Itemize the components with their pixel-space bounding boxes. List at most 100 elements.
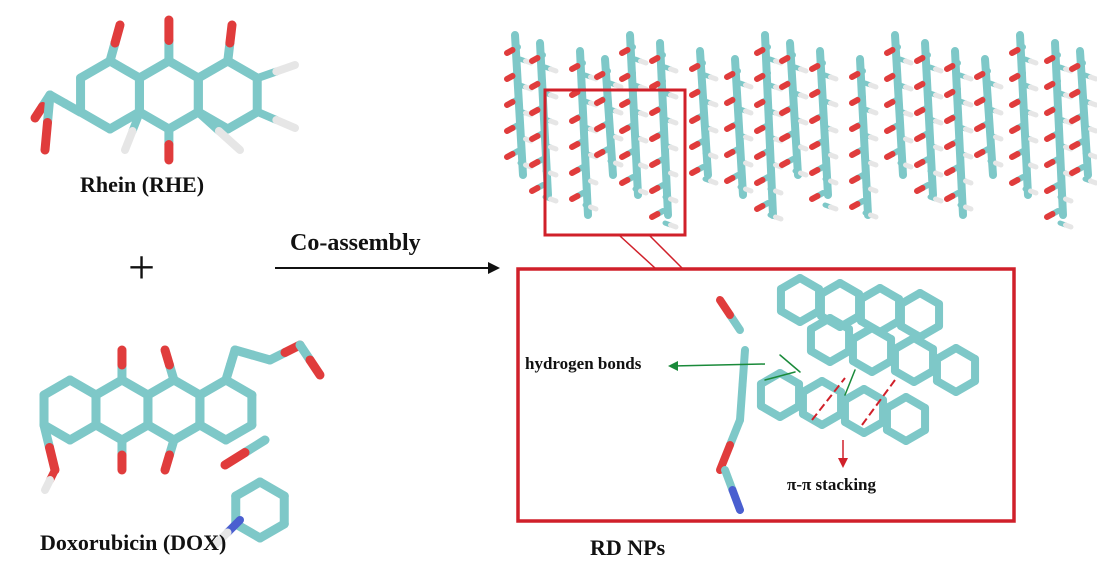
bond [626, 31, 642, 199]
bond [1044, 133, 1056, 142]
bond [738, 346, 749, 389]
bond [779, 107, 791, 116]
bond [914, 55, 926, 64]
bond [828, 126, 839, 134]
bond [868, 108, 879, 116]
bond [974, 97, 986, 106]
bond [221, 420, 257, 445]
bond [731, 55, 747, 199]
bond [1088, 74, 1097, 82]
bond [828, 74, 839, 82]
bond [891, 31, 907, 179]
bond [798, 118, 809, 126]
bond [914, 159, 926, 168]
bond [724, 123, 736, 132]
bond [689, 167, 701, 176]
bond [1069, 115, 1081, 124]
bond [868, 134, 879, 142]
bond [649, 185, 661, 194]
bond [1044, 55, 1056, 64]
stacking-arrow-head-icon [838, 458, 848, 468]
bond [1028, 110, 1039, 118]
bond [548, 170, 559, 178]
bond [117, 420, 153, 445]
bond [944, 167, 956, 176]
bond [594, 71, 606, 80]
bond [903, 162, 914, 170]
bond [1044, 107, 1056, 116]
bond [951, 47, 967, 219]
bond [708, 126, 719, 134]
bond [668, 222, 679, 230]
bond [649, 133, 661, 142]
bond [272, 61, 299, 76]
bond [169, 375, 205, 400]
bond [221, 375, 257, 400]
bond [1016, 31, 1032, 199]
bond [529, 81, 541, 90]
bond [65, 375, 101, 400]
zoom-connector-line [649, 235, 683, 269]
bond [529, 55, 541, 64]
bond [548, 144, 559, 152]
bond [143, 375, 179, 400]
bond [773, 214, 784, 222]
bond [844, 369, 856, 396]
bond [708, 74, 719, 82]
bond [548, 196, 559, 204]
bond [779, 55, 791, 64]
bond [809, 141, 821, 150]
bond [305, 355, 325, 380]
bond [638, 188, 649, 196]
bond [638, 110, 649, 118]
bond [1069, 89, 1081, 98]
bond [1088, 152, 1097, 160]
hydrogen-bonds-label: hydrogen bonds [525, 354, 642, 373]
bond [716, 441, 734, 474]
bond [220, 448, 250, 470]
bond [1069, 63, 1081, 72]
bond [638, 162, 649, 170]
bond [1009, 151, 1021, 160]
bond [504, 125, 516, 134]
bond [809, 115, 821, 124]
bond [1028, 162, 1039, 170]
bond [1044, 185, 1056, 194]
bond [849, 123, 861, 132]
bond [849, 201, 861, 210]
bond [903, 84, 914, 92]
bond [868, 212, 879, 220]
bond [708, 100, 719, 108]
dox-label: Doxorubicin (DOX) [40, 530, 227, 555]
bond [779, 81, 791, 90]
bond [884, 47, 896, 56]
bond [963, 178, 974, 186]
hbond-arrow-head-icon [668, 361, 678, 371]
bond [105, 107, 144, 134]
bond [613, 134, 624, 142]
bond [668, 196, 679, 204]
bond [529, 159, 541, 168]
bond [164, 107, 203, 134]
bond [117, 375, 153, 400]
bond [656, 39, 672, 219]
bond [1044, 159, 1056, 168]
bond [724, 97, 736, 106]
bond [43, 90, 55, 127]
bond [223, 56, 262, 83]
bond [272, 116, 299, 132]
bond [993, 82, 1004, 90]
bond [724, 71, 736, 80]
bond [576, 47, 592, 219]
bond [160, 345, 174, 370]
bond [828, 100, 839, 108]
bond [613, 108, 624, 116]
bond [914, 107, 926, 116]
bond [214, 127, 244, 154]
bond [504, 151, 516, 160]
bond [30, 102, 47, 123]
bond [1069, 141, 1081, 150]
zoom-connector-line [619, 235, 656, 269]
bond [231, 477, 265, 501]
